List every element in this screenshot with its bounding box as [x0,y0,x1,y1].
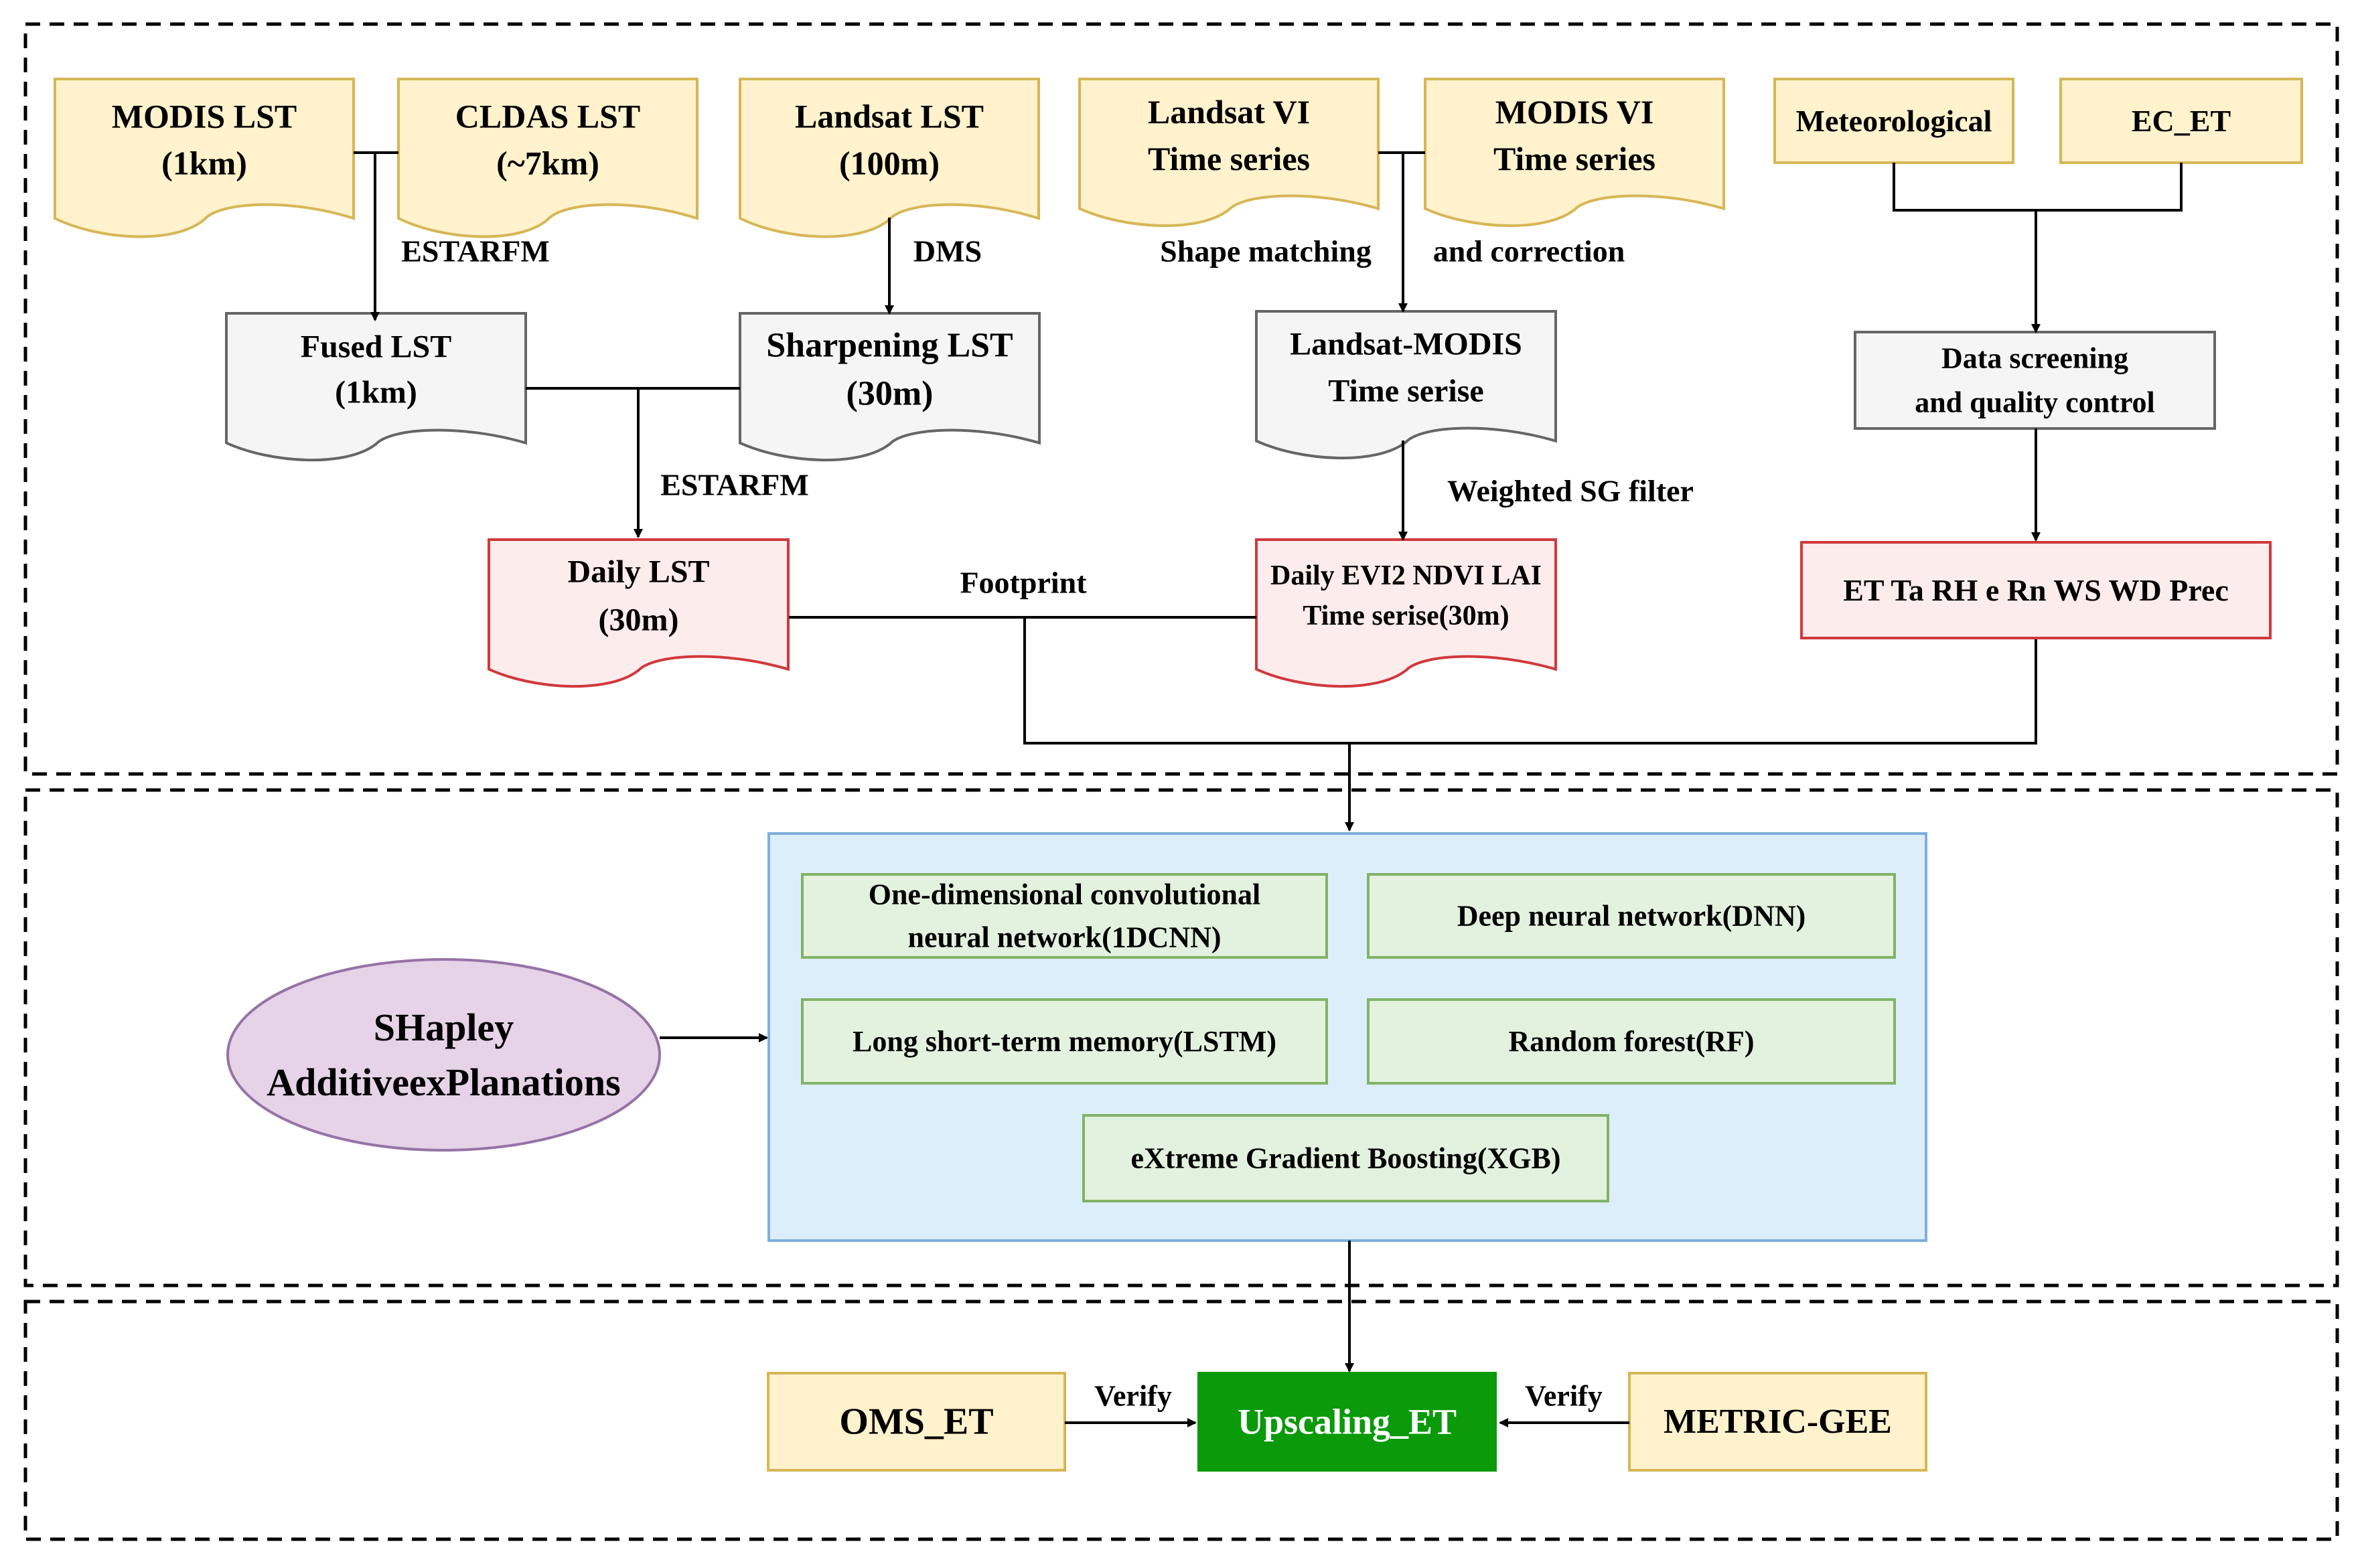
model-cnn-node-label-line-2: neural network(1DCNN) [907,921,1221,954]
estarfm-label-top: ESTARFM [401,234,550,268]
landsat-modis-node-label-line-1: Landsat-MODIS [1290,327,1522,362]
weighted-sg-label: Weighted SG filter [1447,474,1694,508]
landsat-modis-node-label-line-2: Time serise [1328,374,1483,409]
upscaling-et-node [1197,1372,1497,1472]
shap-node-label-line-2: AdditiveexPlanations [267,1061,621,1104]
connector-merge [1023,617,2037,744]
meteorological-node-label-line-1: Meteorological [1796,104,1992,138]
footprint-label: Footprint [960,566,1087,600]
section-frame-models [23,788,2339,1287]
sharpening-lst-node [739,312,1041,461]
daily-lst-node [488,538,790,688]
dms-label: DMS [913,234,982,268]
model-dnn-node [1367,873,1896,959]
modis-vi-node-label-line-1: MODIS VI [1495,93,1654,131]
data-screening-node [1854,331,2216,430]
ec-et-node [2059,78,2303,164]
modis-lst-node-label-line-2: (1km) [161,144,247,181]
fused-lst-node-label-line-2: (1km) [335,375,417,410]
verify-left-label: Verify [1094,1380,1172,1413]
cldas-lst-node [397,78,698,238]
met-vars-node [1800,541,2272,639]
estarfm-label-bottom: ESTARFM [660,468,809,502]
metric-gee-node-label-line-1: METRIC-GEE [1664,1403,1892,1441]
section-frame-data [23,22,2339,776]
sharpening-lst-node-label-line-1: Sharpening LST [766,327,1013,365]
meteorological-node [1773,78,2014,164]
modis-vi-node [1424,78,1725,227]
ec-et-node-label-line-1: EC_ET [2132,104,2231,138]
model-dnn-node-label-line-1: Deep neural network(DNN) [1457,900,1806,933]
shap-node [226,958,661,1152]
fused-lst-node-label-line-1: Fused LST [301,329,451,365]
sharpening-lst-node-label-line-2: (30m) [846,375,934,413]
landsat-vi-node-label-line-1: Landsat VI [1148,93,1310,131]
model-lstm-node [801,998,1328,1085]
shape-matching-label: Shape matching [1160,234,1372,268]
model-xgb-node-label-line-1: eXtreme Gradient Boosting(XGB) [1131,1142,1561,1175]
landsat-vi-node [1078,78,1380,227]
daily-lst-node-label-line-2: (30m) [599,603,679,638]
model-cnn-node-label-line-1: One-dimensional convolutional [869,878,1261,911]
data-screening-node-label-line-2: and quality control [1915,386,2155,419]
met-vars-node-label-line-1: ET Ta RH e Rn WS WD Prec [1843,573,2229,607]
shap-node-label-line-1: SHapley [374,1006,514,1049]
connector-met-ec [1893,163,2183,212]
daily-vi-node-label-line-1: Daily EVI2 NDVI LAI [1270,560,1542,591]
modis-vi-node-label-line-2: Time series [1493,140,1655,177]
model-xgb-node [1082,1114,1609,1202]
landsat-lst-node-label-line-1: Landsat LST [795,97,984,135]
modis-lst-node [54,78,355,238]
upscaling-et-node-label-line-1: Upscaling_ET [1238,1402,1457,1442]
and-correction-label: and correction [1433,234,1625,268]
cldas-lst-node-label-line-2: (~7km) [496,144,599,181]
model-cnn-node [801,873,1328,959]
section-frame-validation [23,1300,2339,1541]
modis-lst-node-label-line-1: MODIS LST [112,97,297,135]
oms-et-node-label-line-1: OMS_ET [839,1401,993,1443]
model-rf-node [1367,998,1896,1085]
model-lstm-node-label-line-1: Long short-term memory(LSTM) [853,1025,1276,1058]
oms-et-node [767,1372,1066,1472]
daily-lst-node-label-line-1: Daily LST [567,554,709,590]
fused-lst-node [225,312,527,461]
landsat-modis-node [1255,310,1557,459]
verify-right-label: Verify [1525,1380,1603,1413]
model-rf-node-label-line-1: Random forest(RF) [1508,1025,1754,1058]
landsat-lst-node-label-line-2: (100m) [839,144,940,181]
landsat-vi-node-label-line-2: Time series [1148,140,1310,177]
daily-vi-node-label-line-2: Time serise(30m) [1303,601,1509,631]
cldas-lst-node-label-line-1: CLDAS LST [455,97,641,135]
daily-vi-node [1255,538,1557,688]
data-screening-node-label-line-1: Data screening [1941,342,2128,375]
